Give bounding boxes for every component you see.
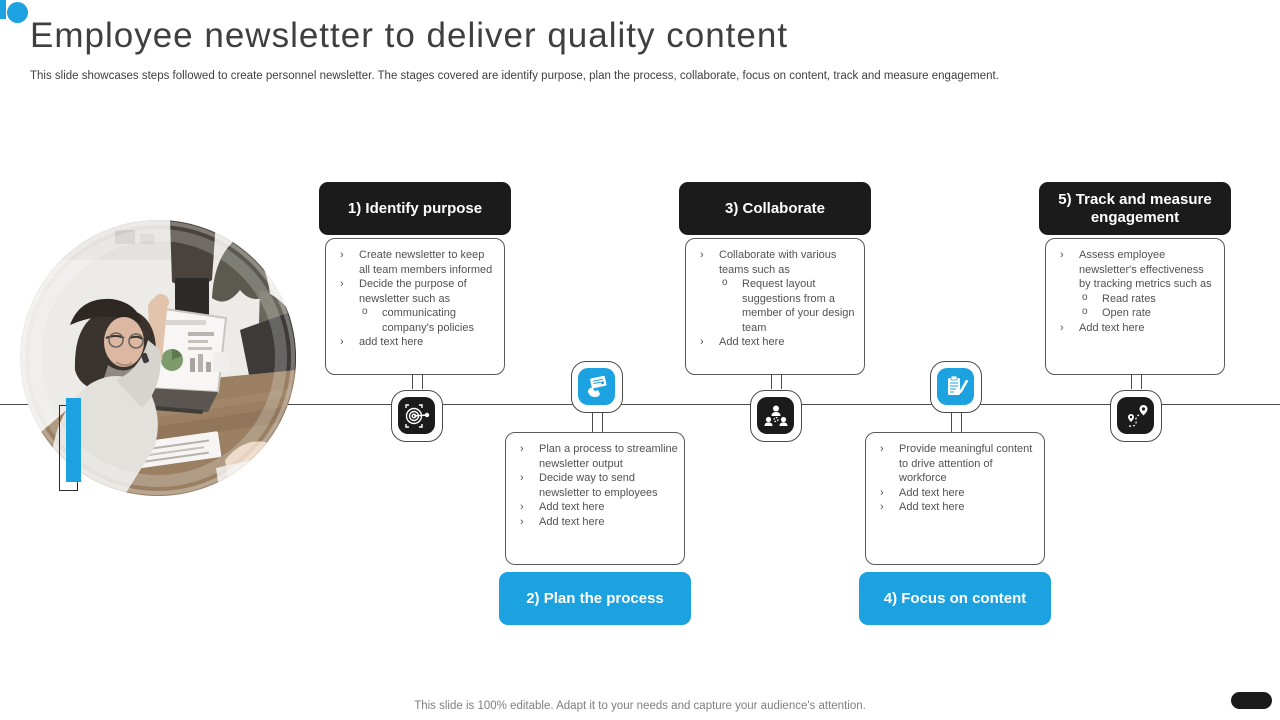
photo-accent-bar (66, 398, 81, 482)
stage-5-node[interactable] (1110, 390, 1162, 442)
page-title: Employee newsletter to deliver quality c… (30, 16, 789, 55)
page-subtitle: This slide showcases steps followed to c… (30, 70, 999, 82)
bullet-item: Request layout suggestions from a member… (686, 276, 858, 335)
bullet-item: Add text here (506, 500, 678, 515)
stage-3-bullet-list: Collaborate with various teams such as R… (686, 248, 858, 350)
bullet-item: Decide way to send newsletter to employe… (506, 471, 678, 500)
route-map-pins-icon (1127, 404, 1147, 427)
stage-2-node[interactable] (571, 361, 623, 413)
corner-accent-dot (7, 2, 28, 23)
stage-1-bullet-list: Create newsletter to keep all team membe… (326, 248, 498, 350)
bullet-item: Assess employee newsletter's effectivene… (1046, 248, 1218, 292)
stage-5-connector (1131, 374, 1142, 389)
bullet-item: Add text here (506, 515, 678, 530)
stage-2-header[interactable]: 2) Plan the process (499, 572, 691, 625)
hand-holding-letter-icon (587, 375, 606, 397)
corner-accent-bar (0, 0, 6, 19)
stage-4-bullet-list: Provide meaningful content to drive atte… (866, 442, 1038, 515)
stage-4-header[interactable]: 4) Focus on content (859, 572, 1051, 625)
stage-3-connector (771, 374, 782, 389)
stage-1-connector (412, 374, 423, 389)
stage-3-header[interactable]: 3) Collaborate (679, 182, 871, 235)
bullet-item: Add text here (686, 335, 858, 350)
stage-1-header[interactable]: 1) Identify purpose (319, 182, 511, 235)
stage-4-content-box[interactable]: Provide meaningful content to drive atte… (865, 432, 1045, 565)
bullet-item: Add text here (1046, 321, 1218, 336)
stage-2-connector (592, 413, 603, 432)
footer-note: This slide is 100% editable. Adapt it to… (414, 700, 866, 712)
stage-4-node[interactable] (930, 361, 982, 413)
bullet-item: Add text here (866, 500, 1038, 515)
stage-3-node[interactable] (750, 390, 802, 442)
bullet-item: Add text here (866, 486, 1038, 501)
stage-1-content-box[interactable]: Create newsletter to keep all team membe… (325, 238, 505, 375)
bullet-item: add text here (326, 335, 498, 350)
stage-2-content-box[interactable]: Plan a process to streamline newsletter … (505, 432, 685, 565)
bullet-item: Open rate (1046, 305, 1218, 321)
stage-2-bullet-list: Plan a process to streamline newsletter … (506, 442, 678, 529)
bullet-item: Collaborate with various teams such as (686, 248, 858, 277)
target-arrow-icon (404, 403, 429, 428)
footer-pill-decor (1231, 692, 1272, 709)
bullet-item: Plan a process to streamline newsletter … (506, 442, 678, 471)
stage-3-content-box[interactable]: Collaborate with various teams such as R… (685, 238, 865, 375)
bullet-item: Decide the purpose of newsletter such as (326, 277, 498, 306)
timeline-line (0, 404, 1280, 405)
stage-1-node[interactable] (391, 390, 443, 442)
team-group-icon (764, 405, 787, 426)
bullet-item: communicating company's policies (326, 305, 498, 335)
stage-5-header[interactable]: 5) Track and measure engagement (1039, 182, 1231, 235)
clipboard-pencil-icon (947, 375, 968, 395)
bullet-item: Read rates (1046, 291, 1218, 307)
bullet-item: Provide meaningful content to drive atte… (866, 442, 1038, 486)
bullet-item: Create newsletter to keep all team membe… (326, 248, 498, 277)
stage-4-connector (951, 413, 962, 432)
stage-5-bullet-list: Assess employee newsletter's effectivene… (1046, 248, 1218, 335)
stage-5-content-box[interactable]: Assess employee newsletter's effectivene… (1045, 238, 1225, 375)
